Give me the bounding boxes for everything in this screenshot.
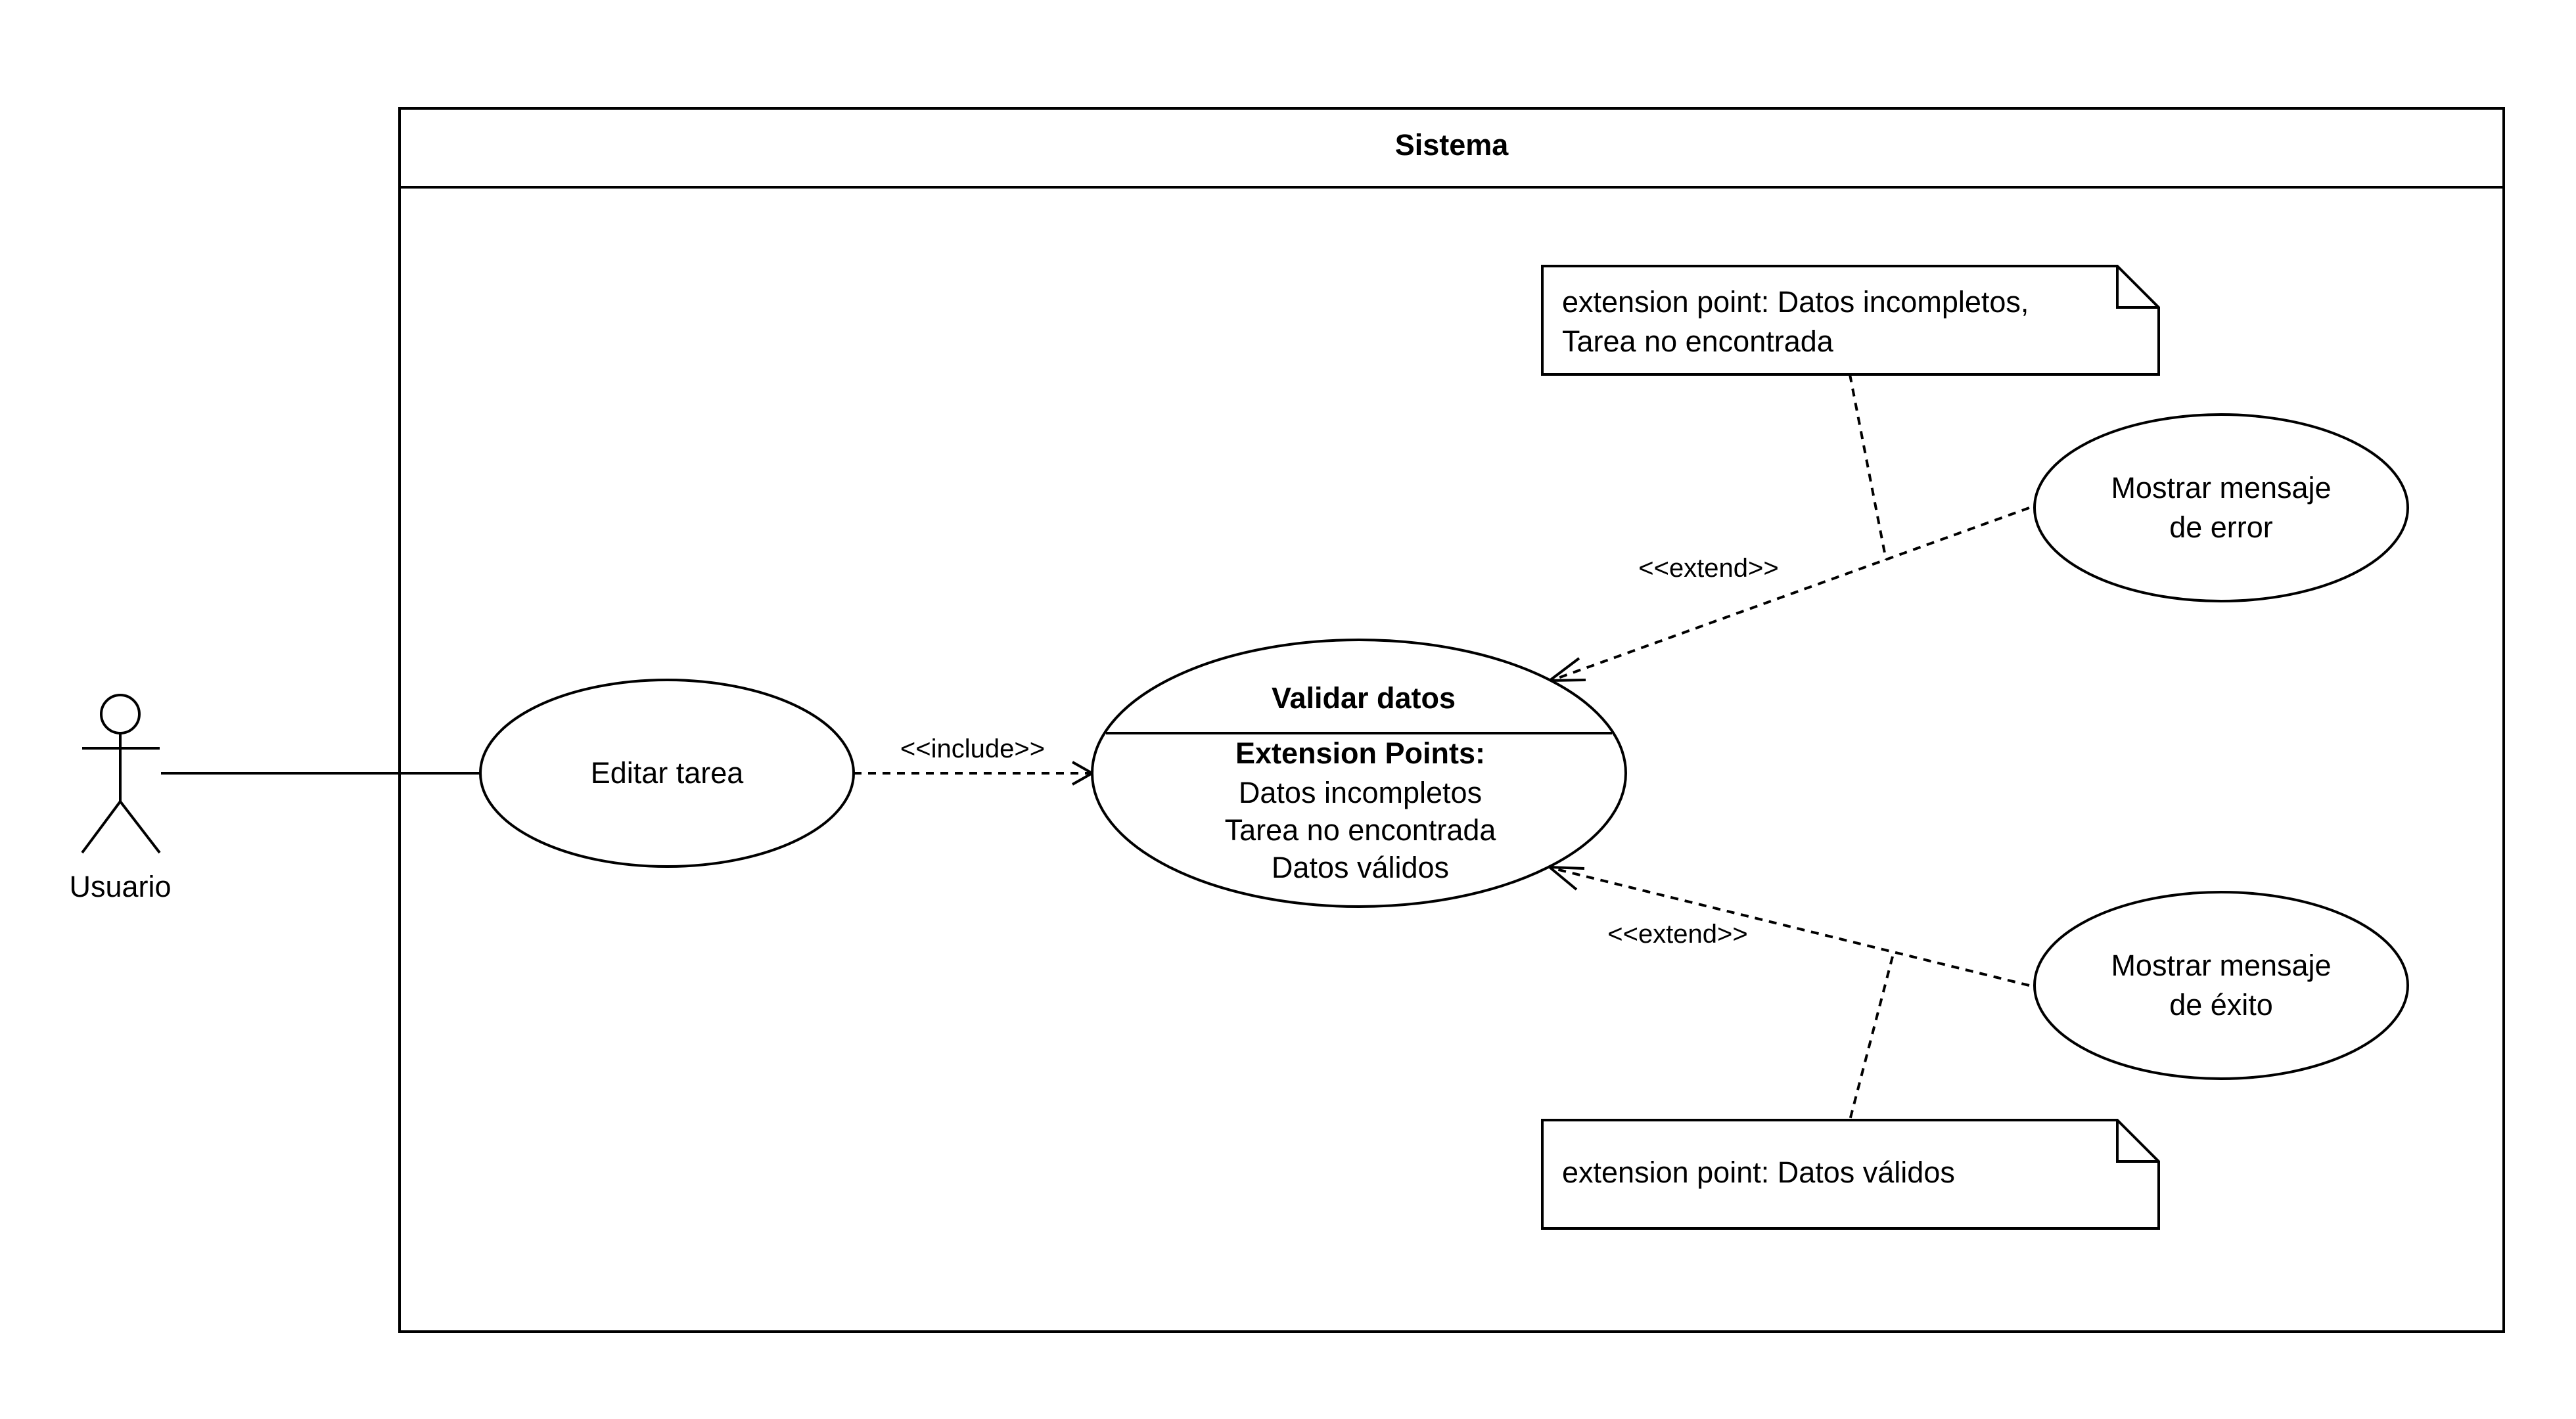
use-case-validar-datos[interactable]: Validar datos Extension Points: Datos in…	[1091, 639, 1627, 908]
system-title: Sistema	[1395, 128, 1509, 162]
use-case-mensaje-error[interactable]: Mostrar mensaje de error	[2033, 413, 2409, 602]
use-case-editar-tarea[interactable]: Editar tarea	[479, 679, 855, 868]
extension-point-item: Datos válidos	[1272, 851, 1449, 884]
use-case-mensaje-exito-label: de éxito	[2169, 988, 2273, 1022]
use-case-mensaje-exito[interactable]: Mostrar mensaje de éxito	[2033, 891, 2409, 1080]
note-extension-point-exito[interactable]: extension point: Datos válidos	[1541, 1119, 2160, 1230]
extend-label-error: <<extend>>	[1638, 554, 1779, 583]
validar-datos-title: Validar datos	[1272, 681, 1456, 715]
actor-right-leg	[119, 800, 161, 854]
include-relation: <<include>>	[854, 734, 1095, 786]
use-case-mensaje-error-label: Mostrar mensaje	[2111, 471, 2331, 505]
include-label: <<include>>	[900, 734, 1045, 763]
extension-point-item: Datos incompletos	[1239, 776, 1482, 809]
use-case-editar-tarea-label: Editar tarea	[591, 756, 745, 790]
note-connector-error	[1849, 374, 1887, 560]
extension-point-item: Tarea no encontrada	[1225, 813, 1497, 847]
note-extension-point-error[interactable]: extension point: Datos incompletos, Tare…	[1541, 265, 2160, 376]
note-exito-text: extension point: Datos válidos	[1562, 1156, 1955, 1189]
note-error-text: extension point: Datos incompletos,	[1562, 285, 2029, 319]
actor-usuario[interactable]: Usuario	[69, 694, 172, 903]
actor-head	[100, 694, 141, 734]
extension-points-header: Extension Points:	[1235, 736, 1485, 770]
note-error-text: Tarea no encontrada	[1562, 325, 1834, 358]
actor-left-leg	[81, 800, 122, 854]
extend-label-exito: <<extend>>	[1607, 920, 1748, 949]
actor-label: Usuario	[69, 870, 171, 903]
use-case-mensaje-error-label: de error	[2169, 510, 2273, 544]
use-case-mensaje-exito-label: Mostrar mensaje	[2111, 949, 2331, 982]
